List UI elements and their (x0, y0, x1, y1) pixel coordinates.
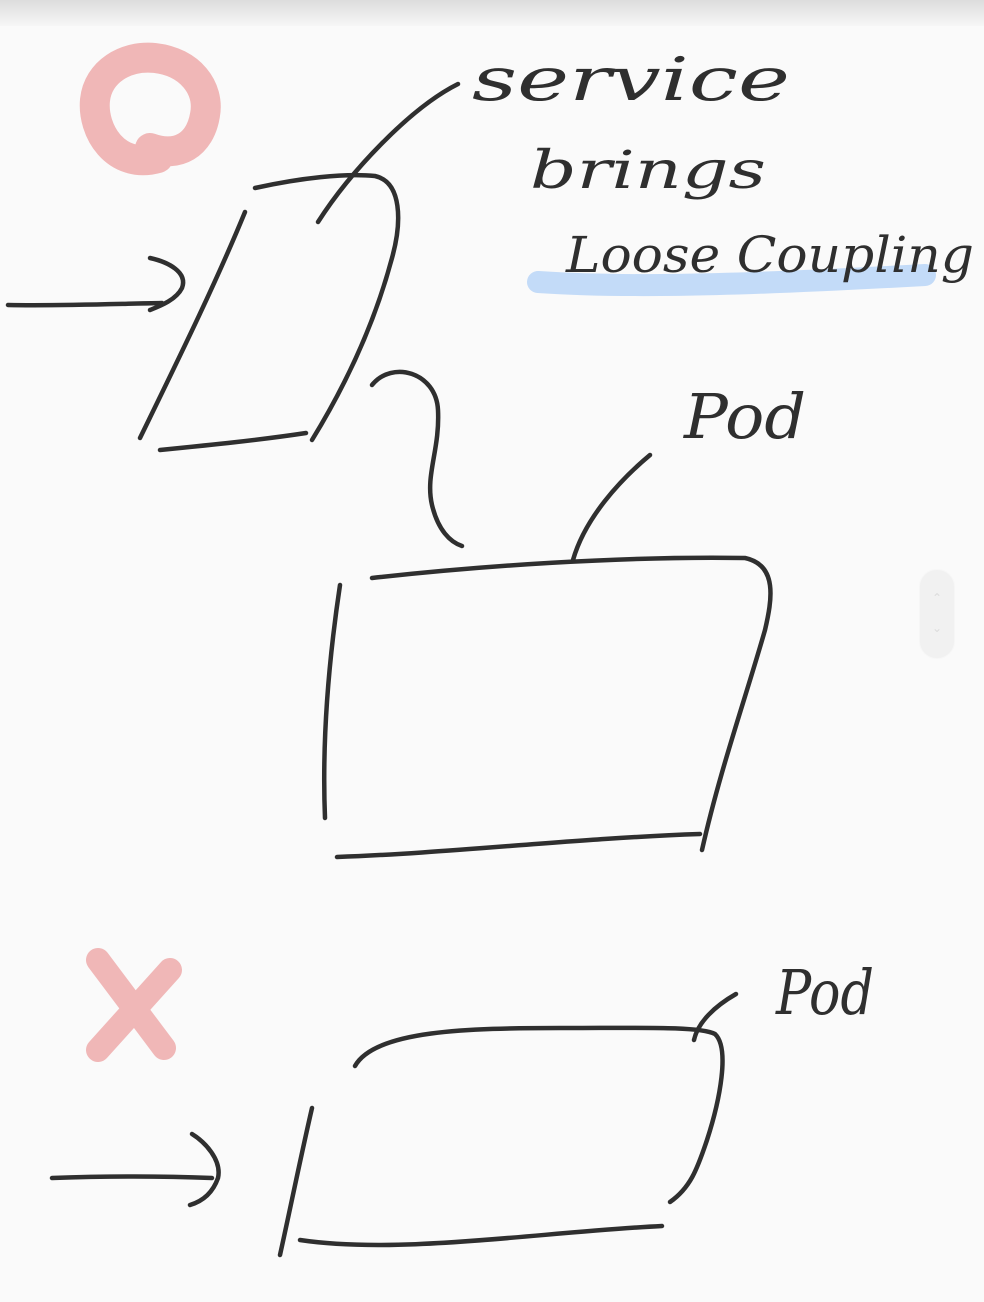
x-mark-icon (86, 948, 182, 1062)
label-pod-bottom: Pod (775, 956, 874, 1029)
label-pod-top: Pod (683, 380, 806, 453)
pod-box-top (321, 555, 773, 860)
pod-box-bottom (277, 1025, 725, 1258)
chevron-down-icon[interactable]: ⌄ (931, 621, 943, 635)
text-highlight (527, 264, 936, 297)
service-pod-connector (369, 369, 465, 549)
chevron-up-icon[interactable]: ⌃ (931, 591, 943, 605)
label-loose-coupling: Loose Coupling (565, 226, 974, 284)
label-brings: brings (530, 141, 766, 201)
circle-mark-icon (79, 42, 221, 176)
label-service: service (472, 45, 790, 115)
pod-top-leader-line (570, 452, 653, 563)
service-arrow-icon (5, 255, 186, 313)
scroll-handle[interactable]: ⌃ ⌄ (920, 570, 954, 658)
top-status-bar (0, 0, 984, 26)
service-leader-line (315, 81, 461, 225)
pod-arrow-icon (49, 1131, 221, 1208)
pod-bottom-leader-line (691, 991, 739, 1043)
service-box (137, 172, 401, 453)
